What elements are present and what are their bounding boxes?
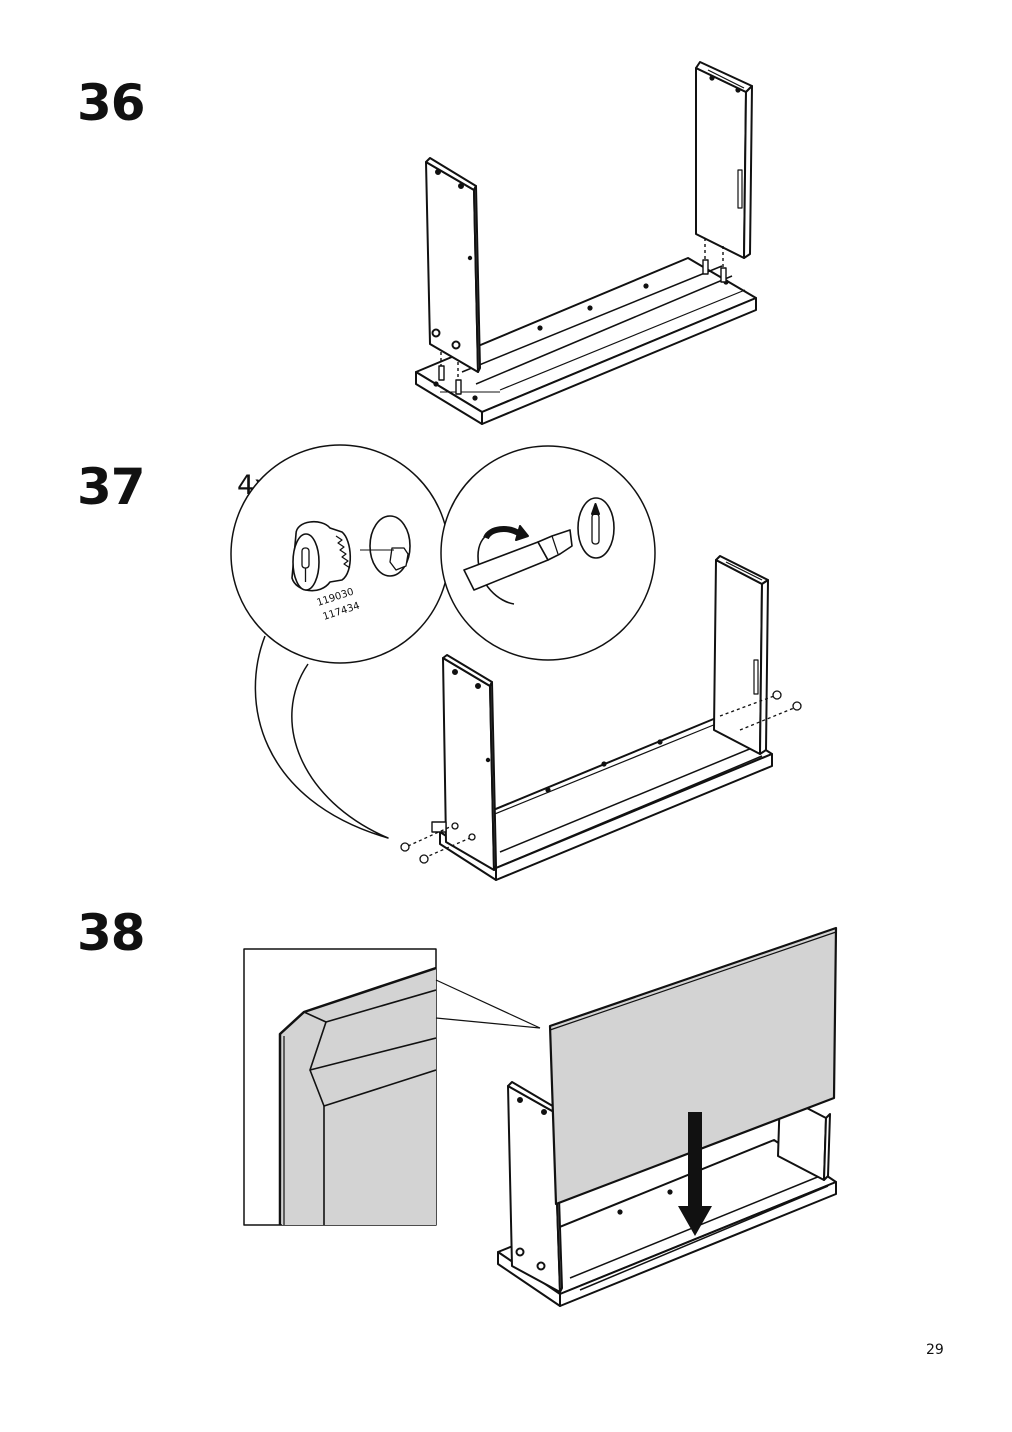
cam-locks-right [719, 690, 802, 731]
page-number: 29 [926, 1342, 944, 1358]
back-panel [548, 926, 838, 1206]
detail-circle-cam-lock: 119030 117434 [230, 444, 450, 664]
left-side-panel-37 [431, 654, 497, 871]
dowels-left [438, 340, 462, 395]
step-36-illustration [415, 61, 757, 425]
base-plinth-37 [439, 717, 773, 881]
dowels-right [702, 238, 727, 283]
step-36-number: 36 [77, 74, 146, 132]
step-38-number: 38 [77, 904, 146, 962]
step-38-illustration [243, 926, 838, 1307]
left-side-panel [425, 157, 481, 373]
callout-pointer [254, 635, 389, 839]
detail-circle-screwdriver [440, 445, 656, 661]
detail-box-edge [243, 948, 541, 1226]
right-side-panel [695, 61, 753, 259]
step-37-illustration: 119030 117434 [230, 444, 802, 881]
step-37-number: 37 [77, 458, 146, 516]
cam-locks-left [400, 822, 476, 864]
down-arrow-icon [678, 1112, 712, 1236]
right-side-panel-37 [713, 555, 769, 755]
base-plinth [415, 257, 757, 425]
